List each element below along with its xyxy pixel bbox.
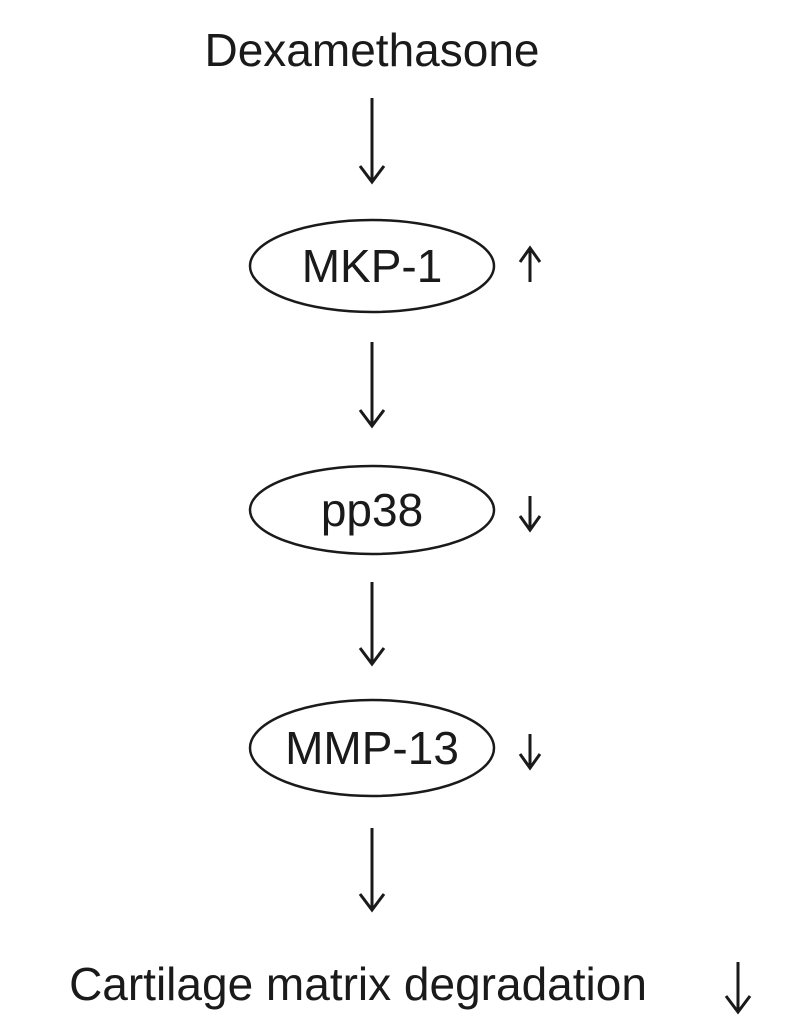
up-arrow-icon	[518, 245, 542, 282]
down-arrow-icon	[518, 734, 542, 771]
outcome-label: Cartilage matrix degradation	[69, 958, 647, 1010]
node-pp38-ellipse	[248, 464, 496, 556]
flow-arrow-3	[358, 582, 386, 667]
flow-arrow-2	[358, 342, 386, 429]
down-arrow-icon	[518, 496, 542, 533]
node-pp38-label: pp38	[321, 484, 423, 536]
node-mmp13-label: MMP-13	[285, 722, 459, 774]
node-mkp1-ellipse	[248, 218, 496, 314]
node-mkp1-label: MKP-1	[302, 240, 443, 292]
node-mmp13-ellipse	[248, 698, 496, 798]
flow-arrow-1	[358, 98, 386, 185]
flow-arrow-4	[358, 828, 386, 913]
down-arrow-icon	[724, 962, 752, 1015]
source-label: Dexamethasone	[205, 24, 540, 76]
